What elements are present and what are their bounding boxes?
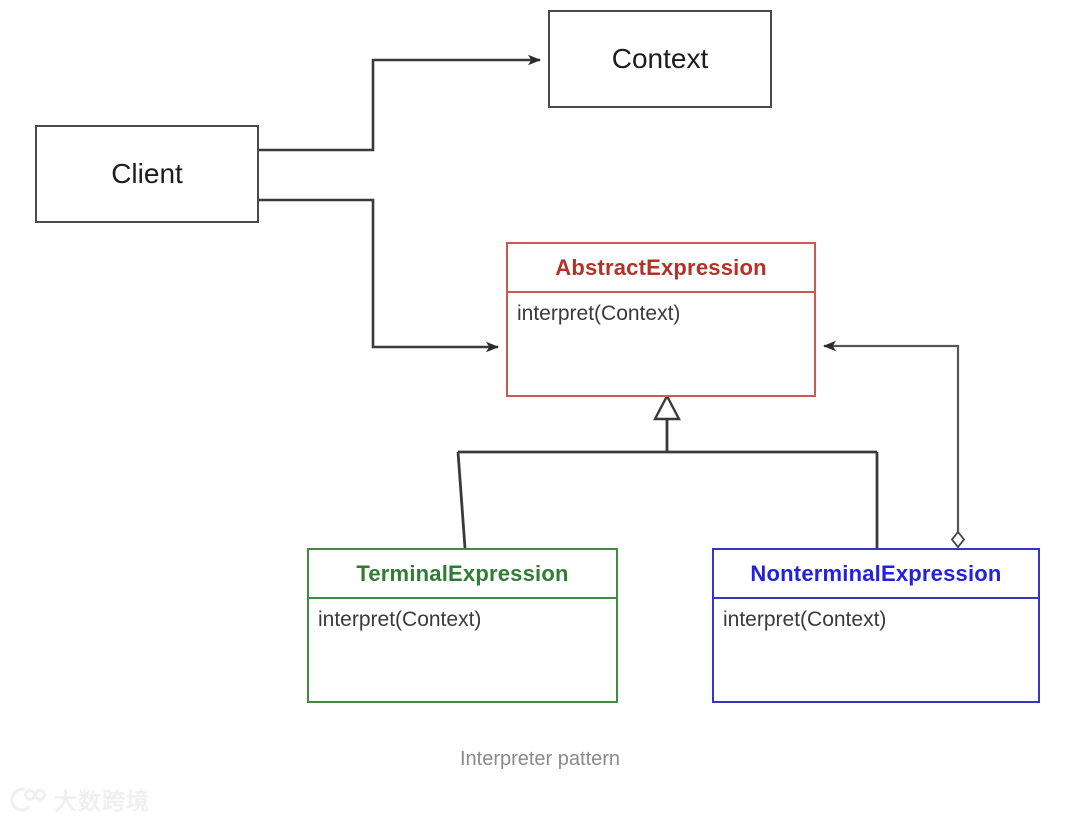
edge-generalization-trunk bbox=[456, 393, 879, 549]
node-client[interactable]: Client bbox=[35, 125, 259, 223]
edge-client-to-context bbox=[259, 54, 541, 152]
watermark-logo-icon bbox=[10, 787, 46, 812]
node-abstract-expression-operations: interpret(Context) bbox=[517, 302, 681, 325]
node-abstract-expression-title: AbstractExpression bbox=[508, 244, 814, 293]
node-nonterminal-expression[interactable]: NonterminalExpression interpret(Context) bbox=[712, 548, 1040, 703]
node-nonterminal-expression-operations: interpret(Context) bbox=[723, 608, 887, 631]
node-context-label: Context bbox=[611, 43, 709, 74]
watermark: 大数跨境 bbox=[10, 782, 150, 816]
watermark-text: 大数跨境 bbox=[54, 789, 150, 815]
node-client-label: Client bbox=[111, 158, 183, 189]
node-terminal-expression-title: TerminalExpression bbox=[309, 550, 616, 599]
aggregation-diamond bbox=[950, 530, 966, 549]
node-terminal-expression-operations: interpret(Context) bbox=[318, 608, 482, 631]
node-nonterminal-expression-title: NonterminalExpression bbox=[714, 550, 1038, 599]
diagram-caption: Interpreter pattern bbox=[459, 748, 621, 770]
node-terminal-expression[interactable]: TerminalExpression interpret(Context) bbox=[307, 548, 618, 703]
edge-client-to-abstract-expression bbox=[259, 198, 499, 353]
edge-nonterminal-aggregates-abstract-expression bbox=[823, 340, 966, 549]
node-context[interactable]: Context bbox=[548, 10, 772, 108]
generalization-triangle-arrowhead bbox=[653, 393, 681, 421]
node-abstract-expression[interactable]: AbstractExpression interpret(Context) bbox=[506, 242, 816, 397]
